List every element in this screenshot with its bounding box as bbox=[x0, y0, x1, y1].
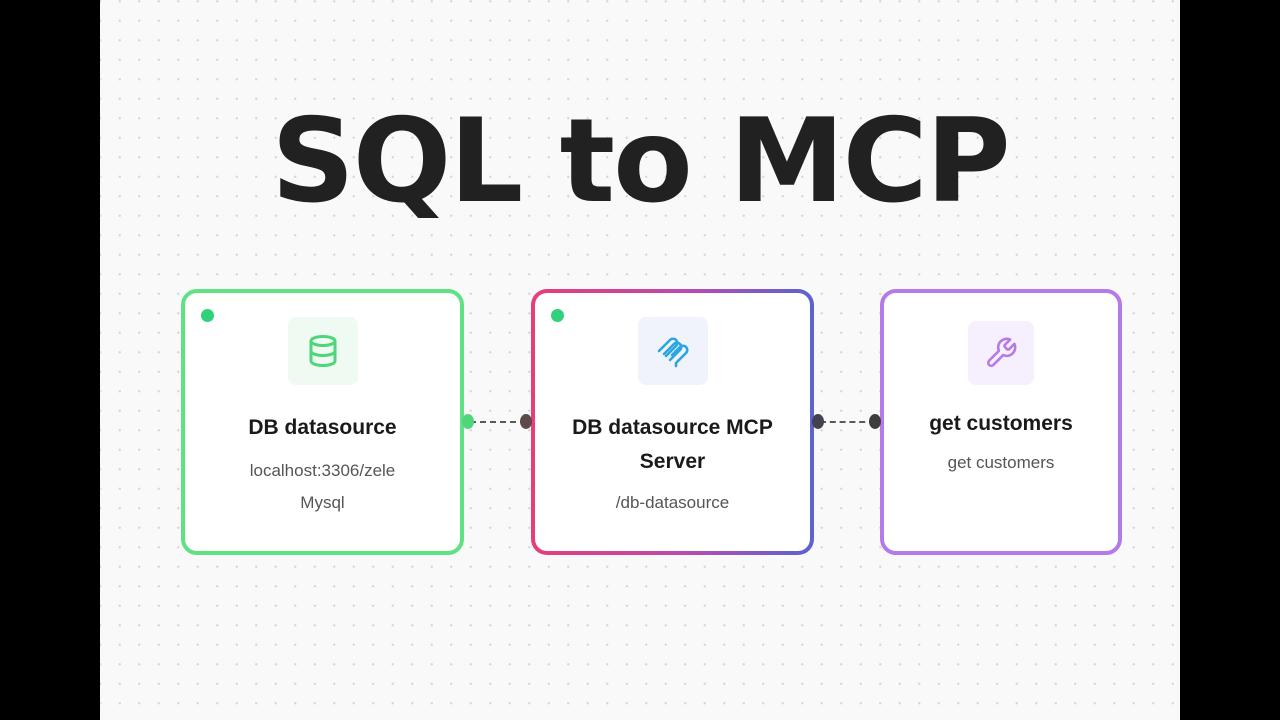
node-title-line-1: DB datasource MCP bbox=[572, 416, 773, 439]
node-db-datasource[interactable]: DB datasource localhost:3306/zele Mysql bbox=[181, 289, 464, 555]
node-title-line-2: Server bbox=[639, 450, 706, 473]
edge-mcp-to-tool[interactable] bbox=[820, 421, 875, 423]
node-path: /db-datasource bbox=[615, 493, 730, 512]
target-handle-mcp-server[interactable] bbox=[520, 414, 532, 429]
edge-datasource-to-mcp[interactable] bbox=[470, 421, 526, 423]
node-db-type: Mysql bbox=[300, 493, 345, 512]
node-description: get customers bbox=[947, 453, 1055, 472]
node-title: DB datasource bbox=[248, 416, 397, 439]
source-handle-mcp-server[interactable] bbox=[812, 414, 824, 429]
node-title: get customers bbox=[929, 412, 1073, 435]
mcp-icon bbox=[637, 317, 708, 385]
source-handle-datasource[interactable] bbox=[462, 414, 474, 429]
wrench-icon bbox=[968, 321, 1034, 385]
page-title: SQL to MCP bbox=[271, 94, 1011, 229]
target-handle-tool[interactable] bbox=[869, 414, 881, 429]
status-indicator bbox=[551, 309, 564, 322]
node-connection-string: localhost:3306/zele bbox=[249, 461, 396, 480]
status-indicator bbox=[201, 309, 214, 322]
node-mcp-server[interactable]: DB datasource MCP Server /db-datasource bbox=[531, 289, 814, 555]
node-get-customers[interactable]: get customers get customers bbox=[880, 289, 1122, 555]
database-icon bbox=[287, 317, 358, 385]
